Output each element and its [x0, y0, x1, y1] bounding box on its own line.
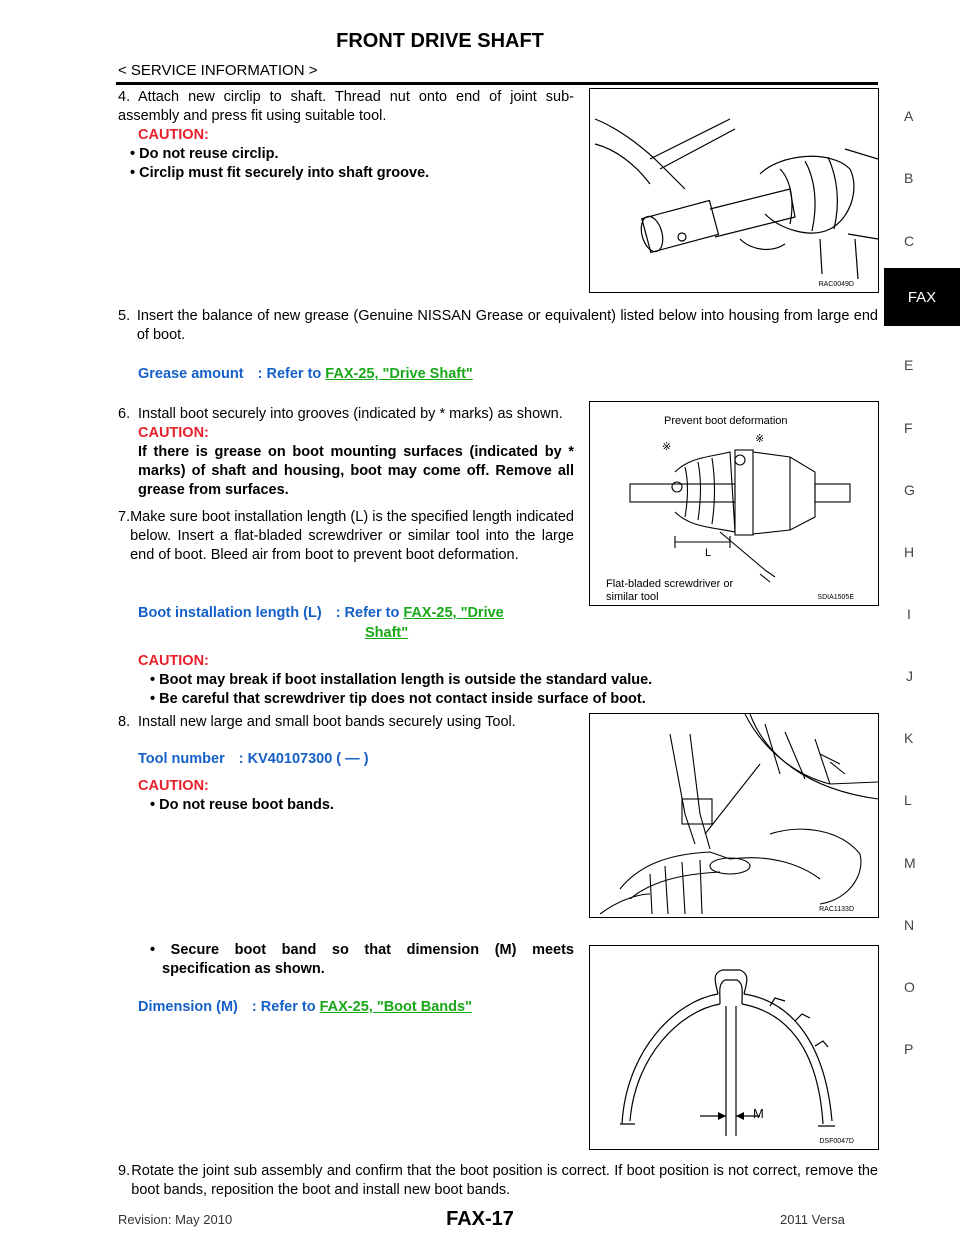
step-7-text: Make sure boot installation length (L) i… — [130, 509, 574, 563]
spec-label: Dimension (M) — [138, 999, 238, 1015]
step-8-caution-block: CAUTION: • Do not reuse boot bands. — [138, 777, 574, 815]
spec-grease-amount: Grease amount : Refer to FAX-25, "Drive … — [138, 366, 473, 382]
side-index-p[interactable]: P — [904, 1041, 914, 1057]
step-9-text: Rotate the joint sub assembly and confir… — [131, 1163, 878, 1198]
side-index-c[interactable]: C — [904, 233, 915, 249]
page-title: FRONT DRIVE SHAFT — [336, 30, 544, 52]
step-8-caution: CAUTION: — [138, 778, 209, 794]
step-8: 8.Install new large and small boot bands… — [118, 714, 516, 730]
breadcrumb: < SERVICE INFORMATION > — [118, 62, 318, 79]
side-index-i[interactable]: I — [907, 606, 911, 622]
side-index-a[interactable]: A — [904, 108, 914, 124]
label-prevent-deformation: Prevent boot deformation — [664, 415, 788, 427]
step-7-caution: CAUTION: — [138, 653, 209, 669]
step-7-bullet-1: • Boot may break if boot installation le… — [150, 672, 653, 688]
step-6-caution-text: If there is grease on boot mounting surf… — [138, 444, 574, 498]
side-index-e[interactable]: E — [904, 357, 914, 373]
side-index-o[interactable]: O — [904, 979, 915, 995]
side-index-fax[interactable]: FAX — [884, 268, 960, 326]
spec-label: Boot installation length (L) — [138, 605, 322, 621]
step-7-caution-block: CAUTION: • Boot may break if boot instal… — [138, 652, 878, 709]
link-fax25-drive-shaft-2-cont[interactable]: Shaft" — [365, 625, 409, 641]
step-5: 5.Insert the balance of new grease (Genu… — [118, 308, 878, 343]
side-index-k[interactable]: K — [904, 730, 914, 746]
figure-id: SDIA1505E — [817, 594, 854, 601]
side-index-b[interactable]: B — [904, 170, 914, 186]
link-fax25-boot-bands[interactable]: FAX-25, "Boot Bands" — [319, 999, 472, 1015]
side-index-h[interactable]: H — [904, 544, 915, 560]
boot-band-tool-illustration — [599, 713, 879, 915]
side-index-j[interactable]: J — [906, 668, 913, 684]
label-m: M — [753, 1106, 764, 1121]
step-5-text: Insert the balance of new grease (Genuin… — [136, 308, 878, 343]
step-4-bullet-2: • Circlip must fit securely into shaft g… — [130, 165, 430, 181]
spec-dimension-m: Dimension (M) : Refer to FAX-25, "Boot B… — [138, 999, 472, 1015]
page-number: FAX-17 — [446, 1208, 514, 1230]
label-l: L — [705, 547, 712, 559]
footer-revision: Revision: May 2010 — [118, 1212, 233, 1227]
side-index-l[interactable]: L — [904, 792, 912, 808]
label-tool-line1: Flat-bladed screwdriver or — [606, 578, 734, 590]
step-7: 7.Make sure boot installation length (L)… — [118, 509, 574, 563]
figure-id: RAC0049D — [818, 281, 854, 288]
step-8-bullet-2: • Secure boot band so that dimension (M)… — [150, 942, 574, 977]
spec-tool-number: Tool number : KV40107300 ( — ) — [138, 751, 369, 767]
side-index-g[interactable]: G — [904, 482, 915, 498]
hammer-tool-illustration — [594, 118, 879, 280]
footer-model: 2011 Versa — [780, 1212, 845, 1227]
figure-boot-install: ※ ※ Prevent boot deformation L Flat-blad… — [589, 401, 879, 606]
boot-length-illustration: ※ ※ — [629, 432, 851, 583]
step-6-text: Install boot securely into grooves (indi… — [138, 406, 563, 422]
step-4-text: Attach new circlip to shaft. Thread nut … — [118, 89, 574, 124]
step-6-caution: CAUTION: — [138, 425, 209, 441]
step-8-text: Install new large and small boot bands s… — [138, 714, 516, 730]
figure-circlip-install: RAC0049D — [589, 88, 879, 293]
side-index-f[interactable]: F — [904, 420, 913, 436]
side-index-m[interactable]: M — [904, 855, 916, 871]
spec-boot-length: Boot installation length (L) : Refer to … — [138, 605, 504, 621]
step-4-caution: CAUTION: — [138, 127, 209, 143]
step-4-bullet-1: • Do not reuse circlip. — [130, 146, 279, 162]
svg-text:※: ※ — [755, 432, 764, 445]
label-tool-line2: similar tool — [606, 591, 659, 603]
link-fax25-drive-shaft-2[interactable]: FAX-25, "Drive — [403, 605, 504, 621]
step-9: 9.Rotate the joint sub assembly and conf… — [118, 1163, 878, 1198]
figure-id: DSF0047D — [819, 1138, 854, 1145]
side-index-n[interactable]: N — [904, 917, 915, 933]
spec-label: Tool number — [138, 751, 225, 767]
link-fax25-drive-shaft[interactable]: FAX-25, "Drive Shaft" — [325, 366, 473, 382]
step-6: 6.Install boot securely into grooves (in… — [118, 406, 574, 498]
step-7-bullet-2: • Be careful that screwdriver tip does n… — [150, 691, 646, 707]
step-8-bullet-1: • Do not reuse boot bands. — [150, 797, 334, 813]
spec-label: Grease amount — [138, 366, 244, 382]
step-4: 4.Attach new circlip to shaft. Thread nu… — [118, 89, 574, 181]
boot-band-dimension-illustration — [620, 969, 835, 1136]
figure-dimension-m: M DSF0047D — [589, 945, 879, 1150]
step-8-bullet-2-block: • Secure boot band so that dimension (M)… — [138, 941, 574, 979]
figure-id: RAC1133D — [819, 906, 854, 913]
svg-text:※: ※ — [662, 440, 671, 453]
header-divider — [116, 82, 878, 85]
figure-boot-bands: RAC1133D — [589, 713, 879, 918]
